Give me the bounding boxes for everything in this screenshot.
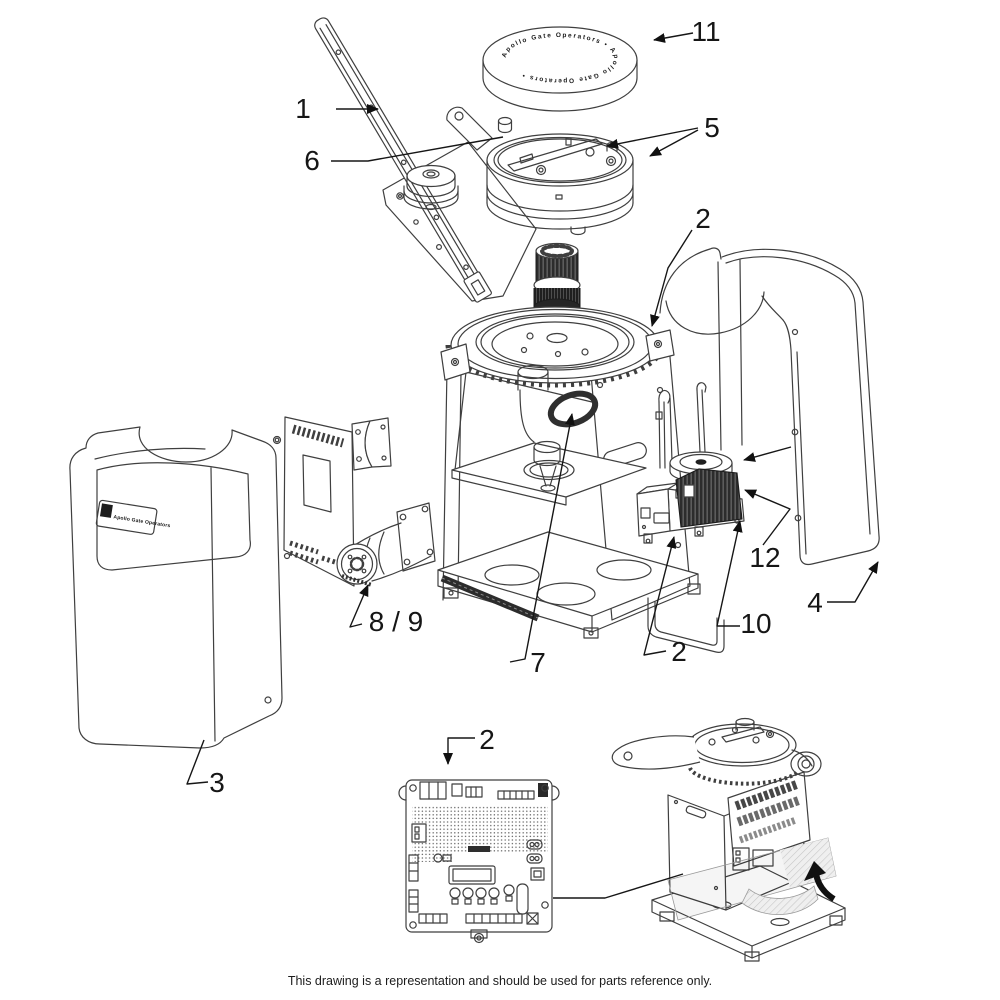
motor: [336, 502, 436, 587]
swing-arm: [314, 17, 492, 303]
assembled-unit: [611, 717, 846, 962]
callout-12: 12: [749, 542, 780, 573]
left-cover: Apollo Gate Operators: [69, 426, 283, 749]
reservoir: [675, 468, 743, 528]
callout-3: 3: [209, 767, 225, 798]
circuit-board: [398, 779, 560, 944]
callout-7: 7: [530, 647, 546, 678]
lid: Apollo Gate Operators • Apollo Gate Oper…: [482, 26, 638, 112]
hydraulic-manifold: [517, 364, 599, 492]
dipstick: [655, 382, 707, 469]
callout-10: 10: [740, 608, 771, 639]
chassis: [437, 306, 725, 653]
rotation-arrow: [804, 861, 836, 902]
callout-6: 6: [304, 145, 320, 176]
callout-2-chassis: 2: [695, 203, 711, 234]
callout-8-9: 8 / 9: [369, 606, 423, 637]
pivot-hub: [403, 164, 459, 211]
leader-lines: [186, 32, 879, 899]
callout-4: 4: [807, 587, 823, 618]
pump-assembly: [636, 382, 745, 544]
callout-5: 5: [704, 112, 720, 143]
callout-2-pump-box: 2: [671, 636, 687, 667]
board-insertion-plane: [667, 837, 837, 921]
footer-note: This drawing is a representation and sho…: [287, 974, 713, 988]
limit-drum: [446, 106, 634, 236]
mounting-plate: [272, 416, 392, 587]
callouts: 1 6 5 11 2 12 4 10 2 7 8 / 9 3 2: [209, 16, 823, 798]
callout-11: 11: [691, 16, 720, 47]
right-cover: [659, 247, 880, 566]
callout-2-board: 2: [479, 724, 495, 755]
callout-1: 1: [295, 93, 311, 124]
